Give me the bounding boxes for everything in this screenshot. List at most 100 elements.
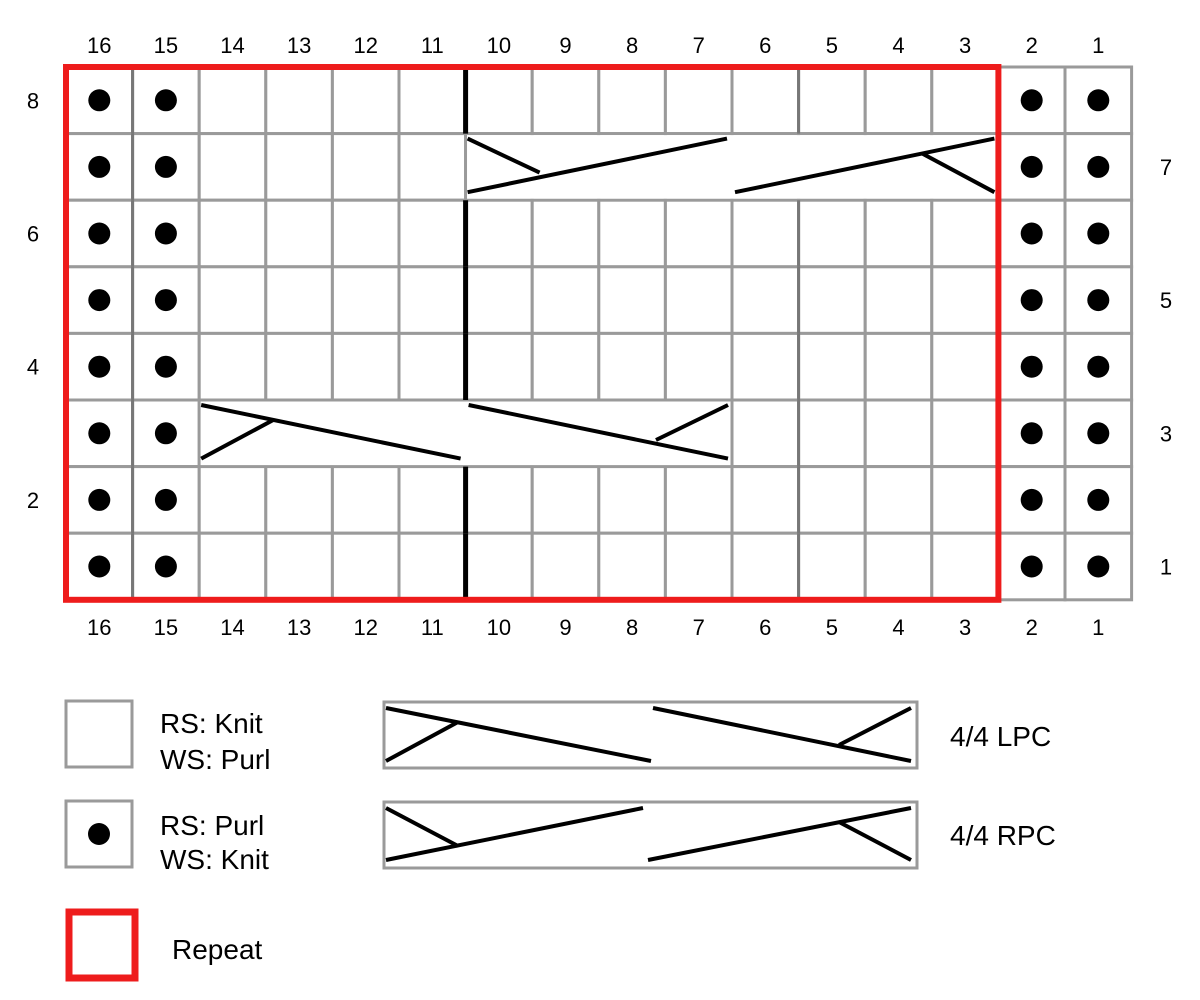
chart-cell [663, 531, 734, 602]
chart-cell [197, 465, 268, 535]
chart-cell [464, 465, 534, 535]
chart-cell [930, 331, 1000, 402]
column-label: 16 [87, 33, 111, 58]
column-label: 11 [421, 33, 444, 58]
chart-cell [730, 65, 801, 136]
chart-cell [330, 198, 401, 269]
chart-cell [863, 65, 934, 136]
chart-cell [530, 331, 601, 402]
chart-cell [930, 265, 1000, 335]
chart-cell [663, 198, 734, 269]
column-label: 7 [693, 33, 705, 58]
chart-cell [930, 65, 1000, 136]
chart-cell [397, 65, 468, 136]
legend-lpc-symbol-icon [385, 706, 912, 763]
column-label: 4 [892, 33, 904, 58]
row-label-left: 8 [27, 88, 39, 113]
chart-cell [730, 198, 801, 269]
legend-repeat-label: Repeat [172, 934, 263, 965]
purl-dot-icon [88, 289, 111, 312]
legend-purl-ws: WS: Knit [160, 844, 269, 875]
purl-dot-icon [154, 355, 177, 378]
column-label: 14 [220, 615, 244, 640]
purl-dot-icon [154, 289, 177, 312]
purl-dot-icon [1087, 355, 1110, 378]
purl-dot-icon [1020, 89, 1043, 112]
legend-knit-rs: RS: Knit [160, 708, 263, 739]
chart-cell [930, 465, 1000, 535]
purl-dot-icon [88, 89, 111, 112]
purl-dot-icon [88, 155, 111, 178]
purl-dot-icon [88, 355, 111, 378]
row-label-right: 3 [1160, 421, 1172, 446]
chart-cell [264, 465, 334, 535]
legend-lpc: 4/4 LPC [382, 700, 1051, 770]
chart-cell [797, 265, 867, 335]
chart-cell [330, 265, 401, 335]
column-label: 6 [759, 33, 771, 58]
purl-dot-icon [154, 155, 177, 178]
legend-lpc-label: 4/4 LPC [950, 721, 1051, 752]
legend-rpc-swatch [382, 800, 919, 870]
chart-cell [197, 65, 268, 136]
chart-cell [197, 198, 268, 269]
chart-cell [197, 132, 268, 202]
legend-knit-ws: WS: Purl [160, 744, 270, 775]
column-label: 12 [353, 615, 377, 640]
column-label: 4 [892, 615, 904, 640]
purl-dot-icon [1087, 155, 1110, 178]
purl-dot-icon [154, 89, 177, 112]
column-label: 15 [154, 33, 178, 58]
row-label-left: 4 [27, 355, 39, 380]
column-label: 8 [626, 33, 638, 58]
column-label: 13 [287, 615, 311, 640]
chart-cell [397, 265, 468, 335]
chart-cell [730, 531, 801, 602]
column-label: 16 [87, 615, 111, 640]
chart-cell [597, 65, 667, 136]
repeat-outline [63, 64, 1002, 603]
column-label: 9 [559, 615, 571, 640]
purl-dot-icon [88, 555, 111, 578]
column-label: 14 [220, 33, 244, 58]
column-label: 3 [959, 33, 971, 58]
chart-cell [397, 132, 468, 202]
cable-symbol-icon [200, 403, 729, 461]
column-label: 7 [693, 615, 705, 640]
legend-purl-rs: RS: Purl [160, 810, 264, 841]
chart-cell [597, 265, 667, 335]
chart-purl-dots [88, 89, 1110, 578]
chart-cell [464, 198, 534, 269]
chart-cell [530, 198, 601, 269]
chart-cell [264, 331, 334, 402]
purl-dot-icon [1087, 555, 1110, 578]
chart-cell [397, 465, 468, 535]
purl-dot-icon [1020, 488, 1043, 511]
legend-rpc-symbol-icon [385, 806, 912, 862]
purl-dot-icon [1020, 355, 1043, 378]
chart-cell [264, 198, 334, 269]
legend-repeat: Repeat [65, 908, 263, 982]
chart-cell [663, 465, 734, 535]
legend-lpc-swatch [382, 700, 919, 770]
purl-dot-icon [154, 488, 177, 511]
chart-cables [200, 135, 997, 466]
chart-cell [730, 398, 801, 469]
column-label: 3 [959, 615, 971, 640]
purl-dot-icon [88, 222, 111, 245]
column-label: 2 [1026, 615, 1038, 640]
chart-cell [530, 465, 601, 535]
purl-dot-icon [154, 422, 177, 445]
purl-dot-icon [88, 422, 111, 445]
chart-cell [730, 265, 801, 335]
chart-cell [530, 265, 601, 335]
row-label-left: 2 [27, 488, 39, 513]
column-label: 1 [1092, 33, 1104, 58]
chart-cell [464, 331, 534, 402]
chart-cell [597, 531, 667, 602]
chart-cell [930, 398, 1000, 469]
